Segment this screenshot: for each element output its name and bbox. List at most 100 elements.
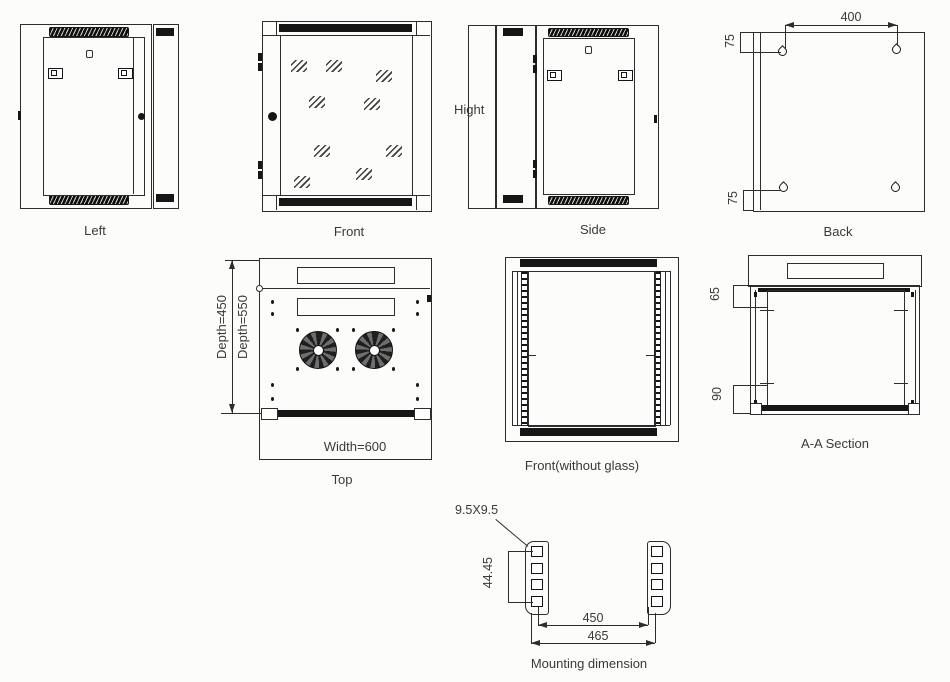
- hinge-icon: [258, 161, 262, 169]
- glass-reflection-mark: [376, 70, 392, 82]
- cable-slot: [297, 298, 395, 316]
- cable-slot: [297, 267, 395, 284]
- lock-knob: [138, 113, 145, 120]
- dim-line: [785, 25, 897, 26]
- dim-arrow: [531, 640, 540, 646]
- height-extent-box: [468, 25, 497, 209]
- dim-top-offset-label: 75: [723, 34, 737, 48]
- dim-extension-line: [531, 613, 532, 643]
- bracket-cutout: [618, 70, 633, 81]
- dim-line: [733, 307, 767, 308]
- hinge-icon: [258, 53, 262, 61]
- cabinet-outline: [505, 257, 679, 442]
- hinge-icon: [533, 55, 537, 63]
- view-front: [256, 21, 436, 213]
- frame-line: [276, 21, 277, 35]
- leader-line: [495, 519, 529, 547]
- dim-top-label: 65: [708, 287, 722, 301]
- fan-screw: [392, 367, 395, 371]
- panel-fold-line: [760, 32, 761, 210]
- frame-line: [512, 425, 670, 426]
- glass-reflection-mark: [386, 145, 402, 157]
- view-label-front-without-glass: Front(without glass): [524, 458, 640, 473]
- frame-line: [262, 35, 430, 36]
- vent-slot: [279, 198, 412, 206]
- view-mounting-dimension: 9.5X9.5 44.45 450 465: [450, 495, 697, 670]
- rack-rail-holes: [654, 271, 661, 426]
- door-edge-panel: [153, 24, 179, 209]
- front-vent-strip: [276, 410, 414, 417]
- vent-grille: [49, 27, 129, 37]
- frame-line: [416, 21, 417, 35]
- mid-tick: [528, 355, 536, 356]
- hinge-icon: [258, 171, 262, 179]
- dim-line: [232, 260, 233, 413]
- dim-line: [733, 413, 750, 414]
- frame-line: [262, 195, 430, 196]
- dim-extension-line: [225, 260, 259, 261]
- dim-bottom-offset-label: 75: [726, 191, 740, 205]
- dim-extension-line: [655, 613, 656, 643]
- view-side: [468, 25, 662, 211]
- glass-reflection-mark: [309, 96, 325, 108]
- dim-arrow: [229, 404, 235, 413]
- back-panel-outline: [753, 32, 925, 212]
- door-frame-line: [280, 35, 281, 195]
- screw-hole: [416, 397, 419, 401]
- fan-screw: [352, 328, 355, 332]
- mid-tick: [646, 355, 654, 356]
- view-back: 400 75 75: [710, 8, 947, 243]
- cabinet-body-outline: [535, 25, 659, 209]
- dim-width-label: Width=600: [323, 439, 387, 454]
- vent-slot: [520, 259, 657, 267]
- square-hole: [531, 579, 543, 590]
- screw-hole: [416, 312, 419, 316]
- rail-line: [755, 290, 756, 408]
- bracket-cutout: [547, 70, 562, 81]
- dim-line: [733, 285, 750, 286]
- dim-line: [740, 32, 753, 33]
- mount-rail: [647, 541, 671, 615]
- vent-grille: [548, 196, 629, 205]
- view-front-without-glass: [505, 255, 683, 447]
- view-label-top: Top: [331, 472, 353, 487]
- frame-line: [276, 195, 277, 210]
- lock-knob: [268, 112, 277, 121]
- dim-line: [508, 551, 509, 602]
- bracket-cutout: [48, 68, 63, 79]
- lock-knob: [654, 115, 657, 123]
- fan-screw: [352, 367, 355, 371]
- hinge-icon: [533, 160, 537, 168]
- screw-hole: [416, 383, 419, 387]
- screw-hole: [271, 312, 274, 316]
- dim-bottom-label: 90: [710, 387, 724, 401]
- dim-extension-line: [897, 25, 898, 46]
- pivot-hole: [256, 285, 263, 292]
- view-label-left: Left: [84, 223, 106, 238]
- top-panel-outline: [259, 258, 432, 460]
- dim-line: [733, 385, 734, 413]
- strip-end-cap: [908, 403, 920, 415]
- dim-line: [538, 625, 648, 626]
- dim-line: [743, 190, 781, 191]
- fan-screw: [392, 328, 395, 332]
- dim-arrow: [538, 622, 547, 628]
- square-hole: [531, 596, 543, 607]
- rail-tick: [760, 383, 774, 384]
- latch-mark: [427, 295, 431, 302]
- fan-screw: [336, 328, 339, 332]
- dim-line: [743, 190, 744, 210]
- cabinet-outline: [262, 21, 432, 212]
- view-left: [18, 24, 184, 210]
- dim-arrow: [888, 22, 897, 28]
- vent-slot: [279, 24, 412, 32]
- dim-height-label: Hight: [454, 102, 485, 117]
- vent-slot: [503, 28, 523, 36]
- dim-arrow: [646, 640, 655, 646]
- cooling-fan-icon: [299, 331, 337, 369]
- door-edge-line: [133, 37, 134, 194]
- square-hole: [531, 563, 543, 574]
- rail-tick: [894, 310, 908, 311]
- dim-arrow: [229, 260, 235, 269]
- view-label-side: Side: [579, 222, 607, 237]
